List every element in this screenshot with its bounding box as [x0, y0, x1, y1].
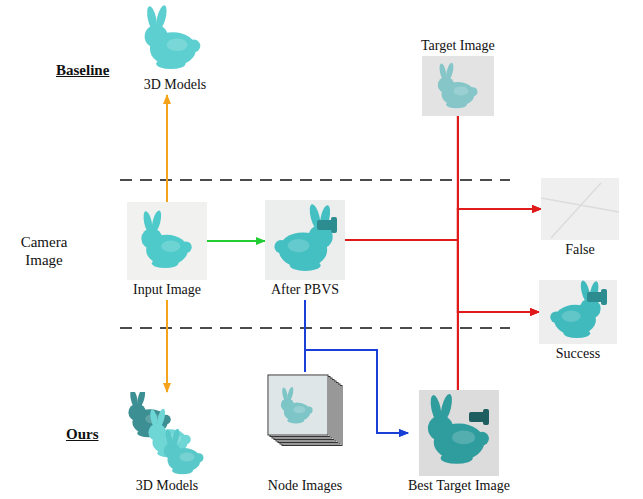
flow-arrow	[458, 116, 541, 209]
image-caption: 3D Models	[136, 476, 199, 496]
image-node: False	[541, 178, 619, 260]
image-caption: After PBVS	[271, 280, 339, 300]
dashed-line	[120, 327, 510, 329]
image-caption: Success	[556, 344, 600, 364]
flow-arrow	[207, 240, 265, 242]
flow-arrow	[166, 300, 168, 392]
image-illustration	[139, 5, 211, 75]
dashed-line	[120, 179, 510, 181]
image-node: 3D Models	[139, 5, 211, 95]
image-node: Success	[539, 280, 617, 364]
image-caption: Input Image	[133, 280, 201, 300]
flow-arrow	[458, 312, 539, 390]
image-node: Best Target Image	[408, 390, 510, 496]
image-illustration	[541, 178, 619, 240]
image-node: Node Images	[265, 372, 345, 496]
flow-arrow	[345, 209, 541, 240]
flow-arrow	[458, 209, 541, 390]
section-heading: Baseline	[56, 61, 109, 79]
row-label: Camera Image	[8, 233, 80, 269]
image-node: 3D Models	[124, 392, 210, 496]
image-caption: 3D Models	[144, 75, 207, 95]
section-heading: Ours	[66, 425, 99, 443]
image-illustration	[124, 392, 210, 476]
image-illustration	[265, 372, 345, 476]
image-node: Input Image	[127, 202, 207, 300]
image-caption: Best Target Image	[408, 476, 510, 496]
image-illustration	[422, 56, 494, 116]
image-node: After PBVS	[265, 200, 345, 300]
flow-arrow	[458, 116, 539, 312]
flow-arrow	[166, 95, 168, 202]
image-caption: False	[565, 240, 595, 260]
flow-arrow	[345, 240, 539, 312]
image-caption: Target Image	[421, 36, 495, 56]
image-node: Target Image	[421, 36, 495, 116]
image-caption: Node Images	[268, 476, 342, 496]
image-illustration	[419, 390, 499, 476]
image-illustration	[127, 202, 207, 280]
image-illustration	[539, 280, 617, 344]
image-illustration	[265, 200, 345, 280]
